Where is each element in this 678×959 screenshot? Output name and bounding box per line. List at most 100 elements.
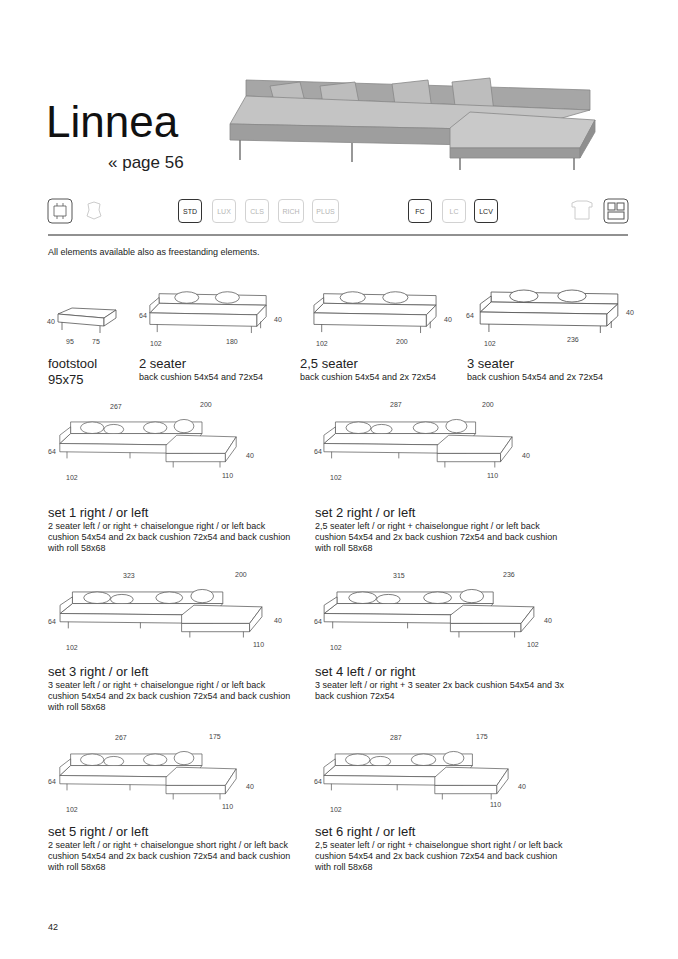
sofa-set-5 xyxy=(60,751,236,799)
note: All elements available also as freestand… xyxy=(48,247,260,258)
element-name: 2 seater xyxy=(139,356,186,372)
dimension: 110 xyxy=(490,801,501,809)
dimension: 102 xyxy=(330,474,342,482)
element-name: set 3 right / or left xyxy=(48,664,148,680)
dimension: 323 xyxy=(123,572,135,580)
finish-code: FC xyxy=(415,208,424,215)
dimension: 110 xyxy=(487,472,498,480)
dimension: 40 xyxy=(444,316,452,324)
note: 2 seater left / or right + chaiselongue … xyxy=(48,521,293,553)
finish-box: LC xyxy=(442,199,466,223)
dimension: 236 xyxy=(567,336,579,344)
dimension: 102 xyxy=(316,340,328,348)
element-name: 3 seater xyxy=(467,356,514,372)
dimension: 64 xyxy=(314,618,322,626)
note: « page 56 xyxy=(108,153,184,173)
note: 3 seater left / or right + 3 seater 2x b… xyxy=(315,680,565,702)
rule xyxy=(48,235,628,236)
dimension: 64 xyxy=(466,312,474,320)
finish-box: CLS xyxy=(245,199,269,223)
finish-code: PLUS xyxy=(316,208,334,215)
hero-sofa xyxy=(230,78,595,170)
dimension: 200 xyxy=(482,401,494,409)
dimension: 102 xyxy=(527,641,539,649)
dimension: 102 xyxy=(66,806,78,814)
dimension: 175 xyxy=(476,733,488,741)
dimension: 102 xyxy=(66,474,78,482)
dimension: 40 xyxy=(47,318,55,326)
finish-code: LUX xyxy=(217,208,231,215)
dimension: 40 xyxy=(518,783,526,791)
finish-box: RICH xyxy=(278,199,304,223)
dimension: 200 xyxy=(235,571,247,579)
feature-icons xyxy=(48,199,628,223)
dimension: 102 xyxy=(150,340,162,348)
dimension: 102 xyxy=(330,644,342,652)
dimension: 110 xyxy=(222,803,233,811)
finish-code: LC xyxy=(450,208,459,215)
finish-box: LUX xyxy=(212,199,236,223)
note: back cushion 54x54 and 2x 72x54 xyxy=(467,372,603,383)
dimension: 40 xyxy=(246,452,254,460)
dimension: 287 xyxy=(390,401,402,409)
element-name: set 1 right / or left xyxy=(48,505,148,521)
dimension: 95 xyxy=(66,338,74,346)
dimension: 267 xyxy=(110,403,122,411)
dimension: 267 xyxy=(115,734,127,742)
note: back cushion 54x54 and 2x 72x54 xyxy=(300,372,436,383)
dimension: 64 xyxy=(48,618,56,626)
page-title: Linnea xyxy=(46,96,178,149)
dimension: 64 xyxy=(139,312,147,320)
dimension: 64 xyxy=(314,448,322,456)
dimension: 64 xyxy=(48,448,56,456)
element-name: footstool 95x75 xyxy=(48,356,120,387)
note: 42 xyxy=(48,922,58,933)
dimension: 75 xyxy=(92,338,100,346)
sofa-2-seater xyxy=(150,292,266,333)
sofa-set-3 xyxy=(60,589,262,637)
finish-box: STD xyxy=(178,199,202,223)
element-name: set 5 right / or left xyxy=(48,824,148,840)
dimension: 64 xyxy=(314,778,322,786)
dimension: 200 xyxy=(200,401,212,409)
sofa-set-6 xyxy=(324,751,508,799)
dimension: 110 xyxy=(253,641,264,649)
finish-code: RICH xyxy=(282,208,299,215)
element-name: set 4 left / or right xyxy=(315,664,415,680)
dimension: 175 xyxy=(209,733,221,741)
dimension: 40 xyxy=(626,309,634,317)
dimension: 180 xyxy=(226,338,238,346)
sofa-set-2 xyxy=(324,419,512,467)
sofa-set-4 xyxy=(324,589,534,637)
dimension: 40 xyxy=(544,617,552,625)
note: back cushion 54x54 and 72x54 xyxy=(139,372,263,383)
dimension: 315 xyxy=(393,572,405,580)
sofa-3-seater xyxy=(480,290,618,333)
dimension: 102 xyxy=(330,806,342,814)
element-name: set 6 right / or left xyxy=(315,824,415,840)
sofa-set-1 xyxy=(60,419,236,467)
note: 2,5 seater left / or right + chaiselongu… xyxy=(315,840,565,872)
dimension: 110 xyxy=(222,472,233,480)
finish-code: STD xyxy=(183,208,197,215)
sofa-2-5-seater xyxy=(314,292,436,333)
dimension: 102 xyxy=(484,340,496,348)
finish-box: PLUS xyxy=(312,199,339,223)
footstool xyxy=(58,308,116,333)
dimension: 102 xyxy=(66,644,78,652)
dimension: 40 xyxy=(274,617,282,625)
dimension: 40 xyxy=(274,316,282,324)
finish-box: LCV xyxy=(474,199,498,223)
dimension: 40 xyxy=(522,452,530,460)
dimension: 200 xyxy=(396,338,408,346)
dimension: 287 xyxy=(390,734,402,742)
element-name: set 2 right / or left xyxy=(315,505,415,521)
element-name: 2,5 seater xyxy=(300,356,358,372)
finish-box: FC xyxy=(408,199,432,223)
dimension: 236 xyxy=(503,571,515,579)
dimension: 64 xyxy=(48,778,56,786)
note: 3 seater left / or right + chaiselongue … xyxy=(48,680,293,712)
note: 2,5 seater left / or right + chaiselongu… xyxy=(315,521,565,553)
dimension: 40 xyxy=(246,783,254,791)
note: 2 seater left / or right + chaiselongue … xyxy=(48,840,293,872)
